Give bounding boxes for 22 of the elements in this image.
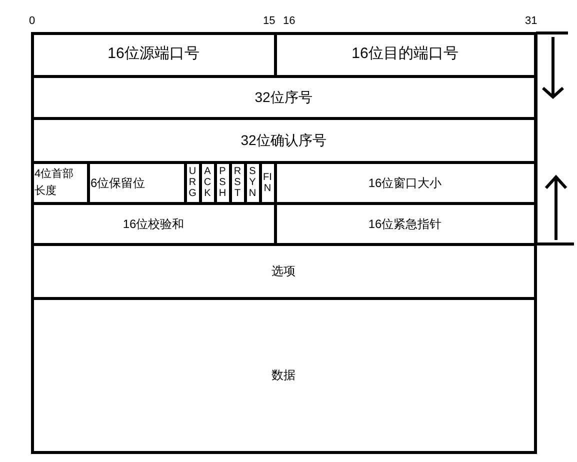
header-field xyxy=(30,32,276,78)
flag-label: RST xyxy=(232,166,242,199)
bit-number: 31 xyxy=(525,16,538,27)
field-label: 6位保留位 xyxy=(90,174,146,192)
field-label: 数据 xyxy=(272,367,296,384)
flag-label: ACK xyxy=(202,166,212,199)
field-label: 32位序号 xyxy=(254,88,312,106)
flag-label: URG xyxy=(188,166,198,199)
bit-number: 15 xyxy=(263,16,276,27)
field-label: 4位首部长度 xyxy=(34,166,75,198)
bit-number: 0 xyxy=(29,16,36,27)
field-label: 选项 xyxy=(272,263,296,280)
field-label: 16位窗口大小 xyxy=(368,174,442,192)
field-label: 16位校验和 xyxy=(122,216,184,232)
flag-label: PSH xyxy=(218,166,228,199)
bit-number: 16 xyxy=(283,16,296,27)
flag-label: SYN xyxy=(248,166,258,199)
flag-label: FIN xyxy=(262,172,272,194)
field-label: 32位确认序号 xyxy=(240,130,326,150)
field-label: 16位紧急指针 xyxy=(368,216,442,232)
field-label: 16位目的端口号 xyxy=(352,44,458,64)
field-label: 16位源端口号 xyxy=(108,44,200,64)
